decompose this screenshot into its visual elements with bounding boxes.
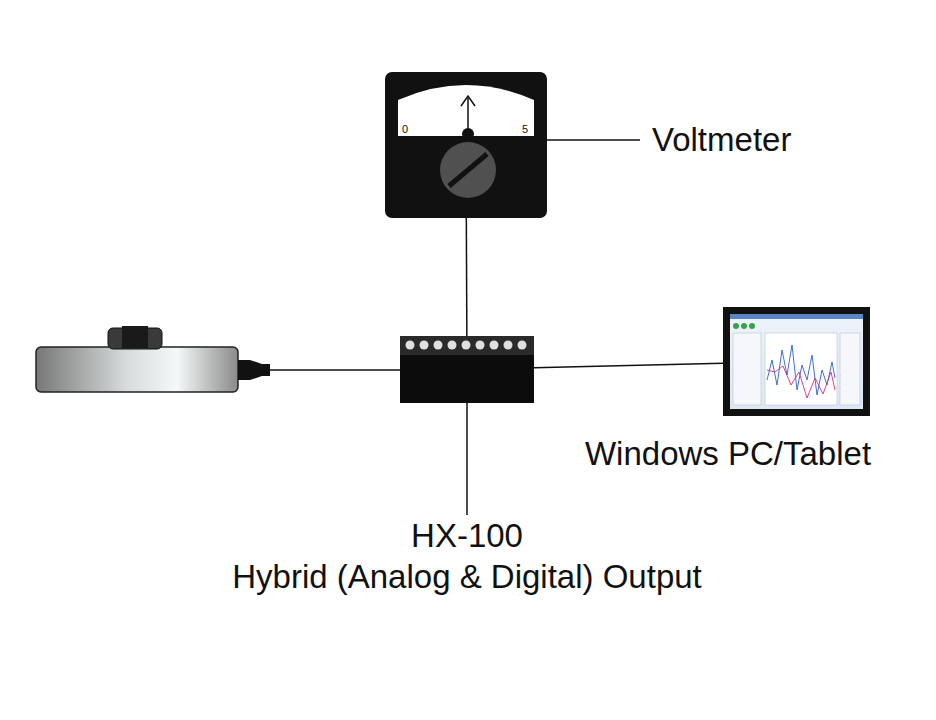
hx100-box: HX-100Hybrid (Analog & Digital) Output — [400, 336, 534, 403]
leader-line — [547, 139, 640, 141]
node-label: Hybrid (Analog & Digital) Output — [232, 557, 702, 597]
sensor-cable — [270, 369, 400, 371]
tablet-illustration — [723, 307, 870, 416]
connector-stroke — [466, 218, 468, 336]
node-label: HX-100 — [411, 516, 523, 556]
terminal-block — [400, 336, 534, 403]
tablet-box: Windows PC/Tablet — [723, 307, 870, 416]
leader-line — [466, 403, 468, 515]
node-label: Windows PC/Tablet — [585, 434, 871, 474]
connector-stroke — [534, 363, 723, 368]
connector-line — [534, 363, 723, 368]
voltmeter-illustration — [385, 72, 547, 218]
scale-max: 5 — [522, 123, 528, 135]
voltmeter-box: Voltmeter — [385, 72, 547, 218]
load-cell-illustration — [36, 326, 270, 392]
scale-min: 0 — [402, 123, 408, 135]
node-label: Voltmeter — [652, 120, 791, 160]
connector-line — [466, 218, 468, 336]
